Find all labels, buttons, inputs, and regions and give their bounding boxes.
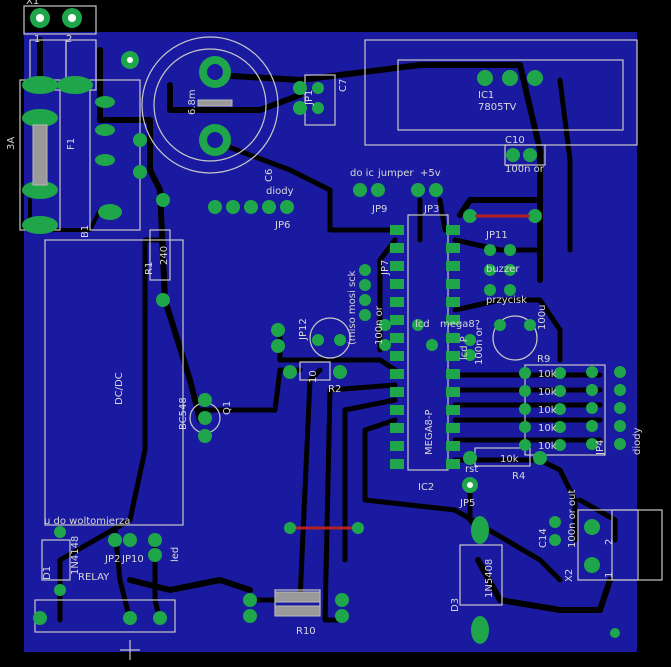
label-jp4: JP4: [595, 440, 606, 456]
label-cap-100n-mid: 100n or: [474, 325, 485, 365]
label-relay: RELAY: [78, 572, 110, 583]
label-x1-pin1: 1: [34, 34, 40, 45]
label-buzzer: buzzer: [486, 264, 520, 275]
label-plus5v: +5v: [420, 168, 441, 179]
label-r2: R2: [328, 384, 341, 395]
label-d1: D1: [42, 566, 53, 580]
label-rst: rst: [465, 464, 478, 475]
label-diody-top: diody: [266, 186, 294, 197]
label-q1: Q1: [222, 401, 233, 415]
label-jumper: jumper: [377, 168, 414, 179]
label-c10: C10: [505, 135, 525, 146]
label-r-10k-4: 10k: [538, 423, 557, 434]
label-r4-value: 10k: [500, 454, 519, 465]
label-led: led: [170, 547, 181, 562]
ic2-pads: [390, 225, 460, 469]
label-fuse-rating: 3A: [6, 137, 17, 150]
label-lcd: lcd: [415, 319, 430, 330]
resistor-pads: [519, 366, 626, 451]
label-r9: R9: [537, 354, 550, 365]
label-jp5: JP5: [459, 498, 475, 509]
label-ic2-value: MEGA8-P: [424, 409, 435, 455]
label-jp1: JP1: [304, 90, 315, 106]
label-diody-right: diody: [632, 427, 643, 455]
label-c-prog: 100n or: [374, 305, 385, 345]
label-jp7: JP7: [380, 260, 391, 276]
label-x2: X2: [564, 569, 575, 582]
label-ic1: IC1: [478, 90, 494, 101]
label-jp9: JP9: [371, 204, 387, 215]
label-r1-value: 240: [159, 246, 170, 265]
label-do-ic: do ic: [350, 168, 374, 179]
label-q1-value: BC548: [178, 397, 189, 430]
label-x2-pin2: 2: [604, 539, 615, 545]
label-jp6: JP6: [274, 220, 290, 231]
label-d1-value: 1N4148: [70, 536, 81, 575]
label-c14-value: 100n or out: [567, 490, 578, 548]
label-c14: C14: [538, 528, 549, 548]
label-c10-value: 100n or: [505, 164, 545, 175]
label-ic1-value: 7805TV: [478, 102, 517, 113]
label-x2-pin1: 1: [604, 572, 615, 578]
label-lcd-p: lcd P: [459, 336, 470, 360]
label-b1: B1: [80, 225, 91, 238]
label-jp2: JP2: [104, 554, 120, 565]
label-jp7-desc: (miso mosi sck: [347, 270, 358, 345]
label-x1-pin2: 2: [66, 34, 72, 45]
r10-body-2: [274, 605, 321, 617]
r10-body: [274, 591, 321, 603]
c6-polarity-mark: [197, 99, 233, 107]
label-f1: F1: [66, 138, 77, 150]
label-c-100u: 100u: [537, 305, 548, 330]
label-d3: D3: [450, 598, 461, 612]
label-jp10: JP10: [121, 554, 144, 565]
label-d3-value: 1N5408: [484, 559, 495, 598]
label-r1: R1: [144, 262, 155, 275]
label-r-10k-1: 10k: [538, 369, 557, 380]
label-r-10k-2: 10k: [538, 387, 557, 398]
label-c6: C6: [264, 169, 275, 182]
label-r-10k-5: 10k: [538, 441, 557, 452]
label-dcdc: DC/DC: [114, 372, 125, 405]
label-r-10k-3: 10k: [538, 405, 557, 416]
label-jp11: JP11: [485, 230, 508, 241]
label-c6-value: 6.8m: [187, 89, 198, 115]
label-do-woltomierza: u do woltomierza: [44, 516, 130, 527]
label-jp12: JP12: [298, 318, 309, 341]
label-r4: R4: [512, 471, 525, 482]
label-ic2: IC2: [418, 482, 434, 493]
pads: [22, 8, 620, 644]
label-przycisk: przycisk: [486, 295, 527, 306]
label-jp3: JP3: [423, 204, 439, 215]
fuse-body: [32, 124, 48, 186]
label-x1: X1: [26, 0, 39, 7]
label-mcu: mega8?: [440, 319, 480, 330]
label-r10: R10: [296, 626, 316, 637]
label-r2-value: 10: [308, 370, 319, 383]
silkscreen: [19, 5, 663, 660]
label-c7: C7: [338, 79, 349, 92]
